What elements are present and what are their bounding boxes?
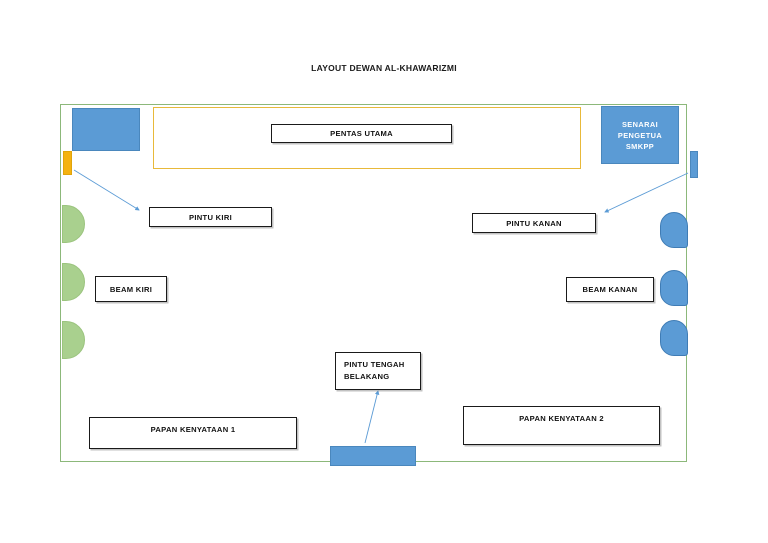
door-marker-right[interactable] — [690, 151, 698, 178]
door-back-label[interactable]: PINTU TENGAH BELAKANG — [335, 352, 421, 390]
principal-list-line-1: SENARAI — [621, 119, 659, 129]
door-left-label[interactable]: PINTU KIRI — [149, 207, 272, 227]
right-wall-fixture-3 — [660, 320, 688, 356]
stage-zone — [153, 107, 581, 169]
stage-left-block — [72, 108, 140, 151]
stage-label[interactable]: PENTAS UTAMA — [271, 124, 452, 143]
page-title: LAYOUT DEWAN AL-KHAWARIZMI — [311, 63, 457, 73]
beam-right-label[interactable]: BEAM KANAN — [566, 277, 654, 302]
door-right-label[interactable]: PINTU KANAN — [472, 213, 596, 233]
beam-left-label[interactable]: BEAM KIRI — [95, 276, 167, 302]
principal-list-line-3: SMKPP — [625, 141, 655, 151]
door-back-label-line-1: PINTU TENGAH — [344, 360, 405, 369]
door-marker-left[interactable] — [63, 151, 72, 175]
notice-board-1-label[interactable]: PAPAN KENYATAAN 1 — [89, 417, 297, 449]
back-middle-door-block[interactable] — [330, 446, 416, 466]
principal-list-box[interactable]: SENARAI PENGETUA SMKPP — [601, 106, 679, 164]
right-wall-fixture-2 — [660, 270, 688, 306]
notice-board-2-label[interactable]: PAPAN KENYATAAN 2 — [463, 406, 660, 445]
door-back-label-line-2: BELAKANG — [344, 371, 390, 381]
principal-list-line-2: PENGETUA — [617, 130, 663, 140]
right-wall-fixture-1 — [660, 212, 688, 248]
